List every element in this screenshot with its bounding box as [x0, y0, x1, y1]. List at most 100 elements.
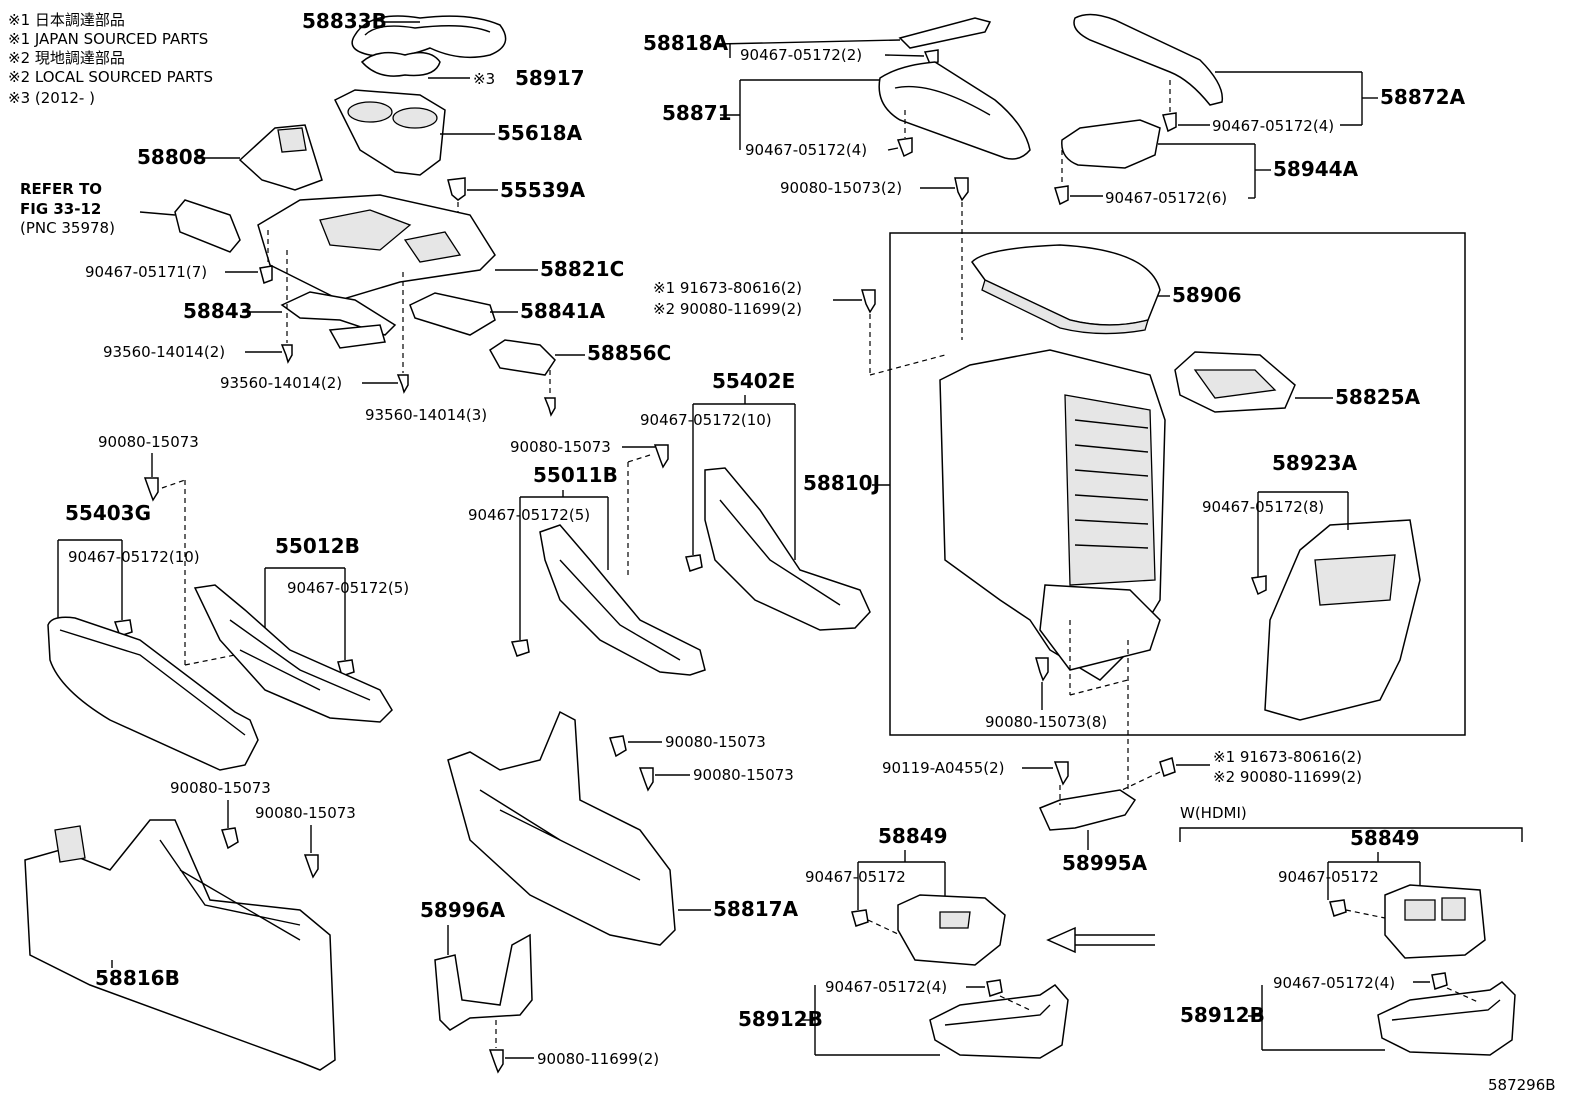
- cover-58912B-b: [1377, 981, 1516, 1056]
- lid-edge: [981, 279, 1149, 335]
- label-58917: 58917: [515, 66, 585, 90]
- clip-55011B: [510, 639, 530, 657]
- label-90467-a: 90467-05172: [805, 868, 906, 886]
- label-90467-8: 90467-05172(8): [1202, 498, 1324, 516]
- dash-90080-a1: [161, 479, 186, 489]
- panel-55011B-rib: [559, 559, 681, 661]
- label-90467-5b: 90467-05172(5): [287, 579, 409, 597]
- bracket-58843-b: [328, 324, 386, 349]
- bolt-90080-a1: [143, 477, 159, 502]
- label-90080-a1: 90080-15073: [98, 433, 199, 451]
- bracket-58995A: [1038, 789, 1137, 831]
- console-side-ribs: [159, 839, 301, 941]
- module-58849-b: [1384, 884, 1486, 959]
- label-90080-c: 90080-15073: [170, 779, 271, 797]
- label-58944A: 58944A: [1273, 157, 1359, 181]
- console-side-ribs: [1064, 394, 1156, 586]
- label-90080-b: 90080-15073: [510, 438, 611, 456]
- label-90467-4c: 90467-05172(4): [825, 978, 947, 996]
- screw-93560-a: [280, 344, 293, 364]
- label-58995A: 58995A: [1062, 851, 1148, 875]
- lower-panel-58817A: [447, 710, 676, 946]
- clip-90080-c: [221, 827, 239, 850]
- clip-58871: [896, 137, 913, 158]
- label-58818A: 58818A: [643, 31, 729, 55]
- bolt-90080-d: [303, 854, 319, 879]
- console-side-tab: [54, 825, 86, 863]
- dash-58849-b: [1345, 909, 1386, 919]
- tray-inner: [1193, 369, 1277, 399]
- leader-90467-2: [884, 54, 925, 57]
- screw-93560-c: [543, 397, 556, 417]
- label-93560-c: 93560-14014(3): [365, 406, 487, 424]
- bolt-90080-11699-c: [488, 1049, 504, 1074]
- label-58912B-a: 58912B: [738, 1007, 823, 1031]
- label-90080-11699-c: 90080-11699(2): [537, 1050, 659, 1068]
- label-58808: 58808: [137, 145, 207, 169]
- label-90467-05171: 90467-05171(7): [85, 263, 207, 281]
- console-lid-58906: [971, 244, 1161, 326]
- label-91673-b: ※1 91673-80616(2): [1213, 748, 1362, 766]
- console-side-58816B: [24, 819, 336, 1071]
- console-ribs: [1074, 419, 1149, 549]
- refer-note: REFER TO FIG 33-12 (PNC 35978): [20, 180, 115, 237]
- refer-line-3: (PNC 35978): [20, 219, 115, 237]
- bracket-whdmi: [1179, 827, 1523, 842]
- label-55011B: 55011B: [533, 463, 618, 487]
- panel-55012B: [193, 584, 393, 723]
- dash-90080-b1: [627, 454, 651, 463]
- clip-58849-b: [1329, 899, 1347, 917]
- cup-hole-right: [392, 107, 438, 129]
- hinge-58818A: [898, 17, 992, 49]
- note-japan-jp: ※1 日本調達部品: [8, 11, 125, 29]
- label-58872A: 58872A: [1380, 85, 1466, 109]
- screw-93560-b: [396, 374, 409, 394]
- console-box-assy-frame: [889, 232, 1466, 736]
- armrest-side-55403G: [47, 616, 259, 771]
- label-90467-b: 90467-05172: [1278, 868, 1379, 886]
- cover-58912B-b-detail: [1391, 999, 1501, 1021]
- label-90080-2: 90080-15073(2): [780, 179, 902, 197]
- label-58871: 58871: [662, 101, 732, 125]
- label-58841A: 58841A: [520, 299, 606, 323]
- switch-58856C: [489, 339, 556, 376]
- mark-58917: ※3: [473, 70, 495, 88]
- bracket-58843: [280, 291, 397, 336]
- panel-55012B-ribs: [229, 619, 371, 701]
- cup-hole-left: [347, 101, 393, 123]
- label-58849-a: 58849: [878, 824, 948, 848]
- clip-05171: [259, 265, 273, 284]
- label-whdmi: W(HDMI): [1180, 804, 1247, 822]
- cup-holder-ring-part: [360, 51, 441, 77]
- label-58816B: 58816B: [95, 966, 180, 990]
- hinge-cover-58872A: [1073, 13, 1224, 106]
- label-90119: 90119-A0455(2): [882, 759, 1004, 777]
- label-90080-f: 90080-15073: [693, 766, 794, 784]
- label-58912B-b: 58912B: [1180, 1003, 1265, 1027]
- label-58849-b: 58849: [1350, 826, 1420, 850]
- tray-58841A: [409, 292, 496, 336]
- label-58843: 58843: [183, 299, 253, 323]
- hdmi-port-a: [1404, 899, 1436, 921]
- bolt-90080-f: [638, 767, 654, 792]
- clip-58818A: [923, 49, 939, 65]
- module-58849-a-port: [939, 911, 971, 929]
- panel-58923A-opening: [1314, 554, 1396, 606]
- label-58810J: 58810J: [803, 471, 880, 495]
- panel-opening: [319, 209, 412, 251]
- bolt-91673-b: [1159, 757, 1176, 777]
- module-58849-a: [897, 894, 1006, 966]
- bracket-58996A: [434, 933, 533, 1031]
- clip-58912B-b: [1431, 972, 1448, 990]
- clip-58923A: [1250, 575, 1267, 596]
- panel-55402E-rib: [719, 499, 841, 606]
- label-58825A: 58825A: [1335, 385, 1421, 409]
- label-90467-10a: 90467-05172(10): [640, 411, 772, 429]
- label-90080-d: 90080-15073: [255, 804, 356, 822]
- panel-55402E: [704, 467, 871, 631]
- note-japan-en: ※1 JAPAN SOURCED PARTS: [8, 30, 208, 48]
- label-90467-4a: 90467-05172(4): [745, 141, 867, 159]
- refer-line-1: REFER TO: [20, 180, 102, 198]
- label-90080-11699-a: ※2 90080-11699(2): [653, 300, 802, 318]
- label-55012B: 55012B: [275, 534, 360, 558]
